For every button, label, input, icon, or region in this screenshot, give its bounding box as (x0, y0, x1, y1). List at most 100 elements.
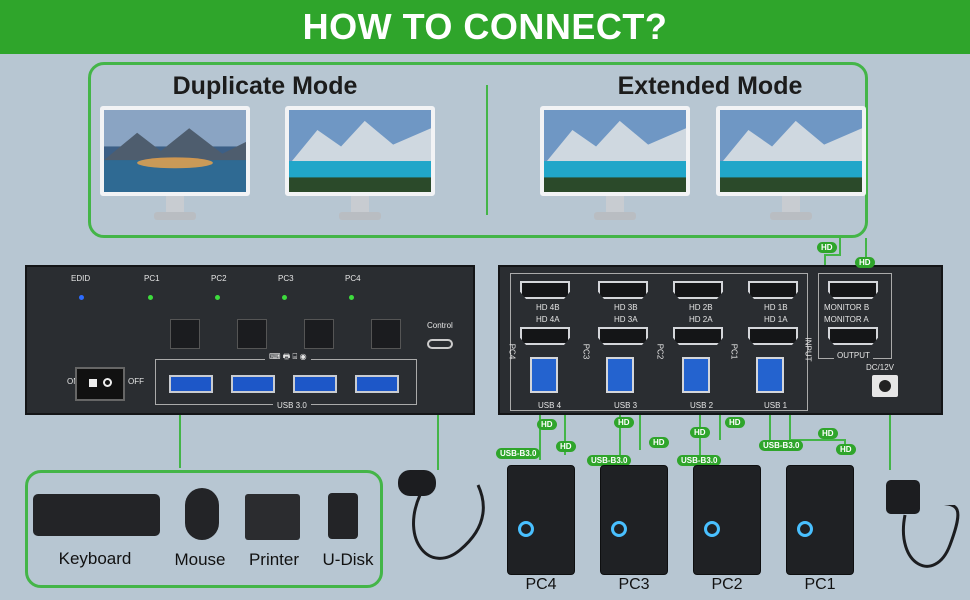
extended-mode-title: Extended Mode (617, 72, 803, 100)
pc2-switch-button[interactable] (237, 319, 267, 349)
edid-led (79, 295, 84, 300)
u-disk-label: U-Disk (322, 550, 374, 569)
pc1-tower (786, 465, 854, 575)
pc2-label: PC2 (211, 274, 227, 283)
hd-tag-pc4-a: HD (537, 419, 557, 430)
hdmi-port-4a[interactable] (520, 327, 570, 345)
usb-port-4[interactable] (355, 375, 399, 393)
usb-port-1[interactable] (169, 375, 213, 393)
hd3b-label: HD 3B (614, 303, 638, 312)
power-switch[interactable] (75, 367, 125, 401)
pc3-side-label: PC3 (581, 343, 591, 360)
hd2a-label: HD 2A (689, 315, 713, 324)
hdmi-port-3a[interactable] (598, 327, 648, 345)
dc-power-port[interactable] (872, 375, 898, 397)
hd4b-label: HD 4B (536, 303, 560, 312)
hd4a-label: HD 4A (536, 315, 560, 324)
hdmi-output-a[interactable] (828, 327, 878, 345)
mode-divider (486, 85, 488, 215)
page-title-banner: HOW TO CONNECT? (0, 0, 970, 54)
power-off-icon (103, 378, 112, 387)
monitor-duplicate-1 (100, 106, 250, 234)
hd-tag-monitor-b: HD (855, 257, 875, 268)
pc3-tower (600, 465, 668, 575)
monitor-b-label: MONITOR B (824, 303, 870, 312)
mouse-icon (185, 488, 219, 540)
dc-label: DC/12V (866, 363, 895, 372)
usb-b-port-2[interactable] (682, 357, 710, 393)
hdmi-port-4b[interactable] (520, 281, 570, 299)
control-label: Control (427, 321, 453, 330)
pc3-label: PC3 (278, 274, 294, 283)
pc1-name: PC1 (804, 576, 836, 593)
usb3-label: USB 3 (614, 401, 638, 410)
usb-port-3[interactable] (293, 375, 337, 393)
power-cable-icon (901, 505, 960, 568)
hdmi-output-b[interactable] (828, 281, 878, 299)
hd-tag-pc2-b: HD (725, 417, 745, 428)
u-disk-icon (328, 493, 358, 539)
control-port[interactable] (427, 339, 453, 349)
power-on-icon (89, 379, 97, 387)
usb-tag-pc4: USB-B3.0 (496, 448, 541, 459)
pc4-name: PC4 (525, 576, 557, 593)
mouse-label: Mouse (174, 550, 226, 569)
keyboard-label: Keyboard (58, 549, 132, 568)
hd-tag-pc1-b: HD (836, 444, 856, 455)
hdmi-port-2a[interactable] (673, 327, 723, 345)
pc2-led (215, 295, 220, 300)
pc4-label: PC4 (345, 274, 361, 283)
kvm-back-panel: INPUT HD 4B HD 3B HD 2B HD 1B HD 4A HD 3… (498, 265, 943, 415)
hd-tag-pc1-a: HD (818, 428, 838, 439)
pc1-led (148, 295, 153, 300)
hd1b-label: HD 1B (764, 303, 788, 312)
display-modes-panel (88, 62, 868, 238)
pc1-switch-button[interactable] (170, 319, 200, 349)
usb-port-2[interactable] (231, 375, 275, 393)
usb-hub-label: USB 3.0 (273, 401, 311, 410)
printer-icon (245, 494, 300, 540)
page-title: HOW TO CONNECT? (302, 6, 668, 47)
pc1-label: PC1 (144, 274, 160, 283)
usb-b-port-4[interactable] (530, 357, 558, 393)
monitor-extended-2 (716, 106, 866, 234)
peripheral-icons: ⌨ 🖶 ⌸ ◉ (265, 351, 311, 365)
pc4-side-label: PC4 (507, 343, 517, 360)
wired-controller[interactable] (398, 470, 436, 496)
usb-tag-pc2: USB-B3.0 (677, 455, 722, 466)
monitor-a-label: MONITOR A (824, 315, 869, 324)
hd-tag-monitor-a: HD (817, 242, 837, 253)
hd-tag-pc3-a: HD (614, 417, 634, 428)
pc3-switch-button[interactable] (304, 319, 334, 349)
duplicate-mode-title: Duplicate Mode (172, 72, 358, 100)
usb1-label: USB 1 (764, 401, 788, 410)
hd-tag-pc2-a: HD (690, 427, 710, 438)
pc3-led (282, 295, 287, 300)
hdmi-port-1b[interactable] (748, 281, 798, 299)
input-label: INPUT (803, 337, 813, 362)
hdmi-port-2b[interactable] (673, 281, 723, 299)
usb4-label: USB 4 (538, 401, 562, 410)
controller-cable-icon (412, 484, 485, 560)
hd2b-label: HD 2B (689, 303, 713, 312)
pc2-tower (693, 465, 761, 575)
pc4-switch-button[interactable] (371, 319, 401, 349)
hd3a-label: HD 3A (614, 315, 638, 324)
hdmi-port-3b[interactable] (598, 281, 648, 299)
monitor-extended-1 (540, 106, 690, 234)
pc3-name: PC3 (618, 576, 650, 593)
hd1a-label: HD 1A (764, 315, 788, 324)
usb2-label: USB 2 (690, 401, 714, 410)
pc4-led (349, 295, 354, 300)
input-frame (510, 273, 808, 411)
hdmi-port-1a[interactable] (748, 327, 798, 345)
usb-b-port-3[interactable] (606, 357, 634, 393)
hd-tag-pc3-b: HD (649, 437, 669, 448)
switch-on-label: ON (67, 377, 79, 386)
usb-b-port-1[interactable] (756, 357, 784, 393)
power-adapter (886, 480, 920, 514)
hd-tag-pc4-b: HD (556, 441, 576, 452)
switch-off-label: OFF (128, 377, 144, 386)
pc2-side-label: PC2 (655, 343, 665, 360)
output-label: OUTPUT (834, 351, 873, 360)
